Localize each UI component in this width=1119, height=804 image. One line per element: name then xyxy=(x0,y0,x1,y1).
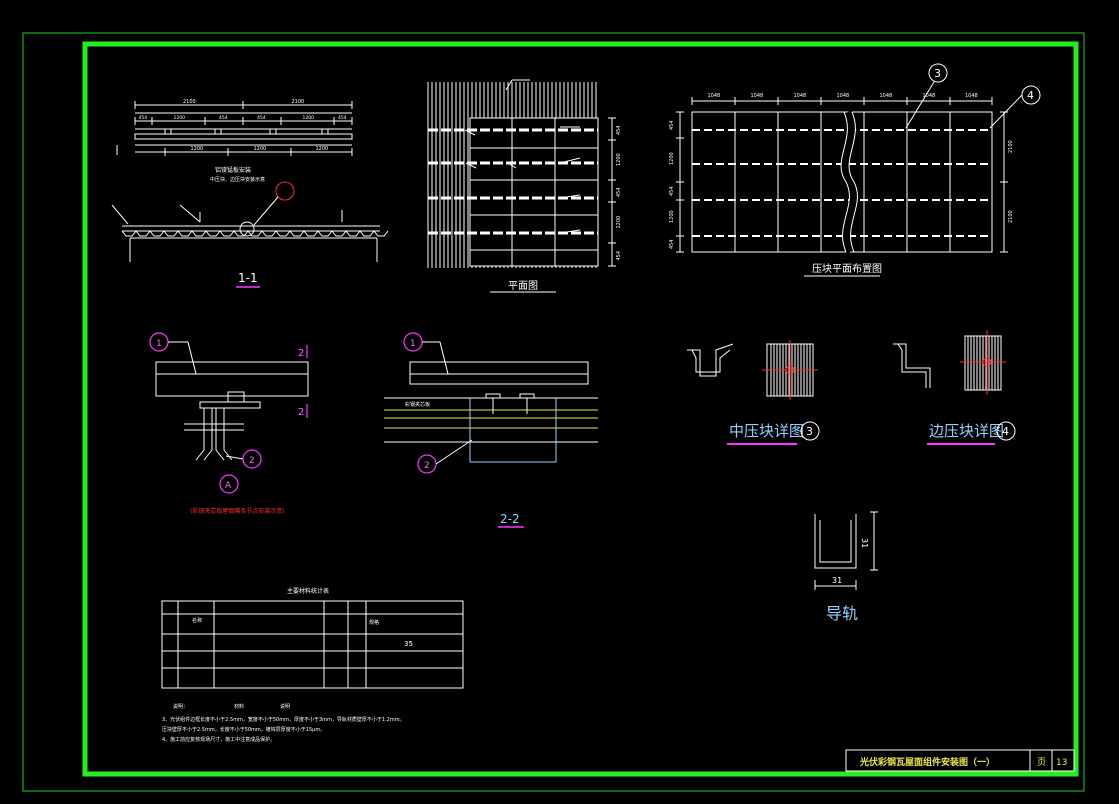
table-cell-name: 名称 xyxy=(192,617,202,624)
layout-left-dim: 454 xyxy=(669,120,675,130)
layout-view: 1048 1048 1048 1048 1048 1048 1048 454 1200 454 1… xyxy=(669,63,1041,277)
dim-1-1-mid: 454 xyxy=(139,115,148,121)
section-caption: 铝镁锰板安装 xyxy=(215,166,251,174)
layout-left-dim: 454 xyxy=(669,239,675,249)
dim-1-1-mid: 1200 xyxy=(303,115,315,121)
layout-top-dim: 1048 xyxy=(708,93,721,99)
layout-right-dim: 2100 xyxy=(1008,140,1014,153)
title-block-page-label: 页 xyxy=(1037,757,1046,768)
callout-4: 4 xyxy=(1027,89,1034,102)
detail-a-label: A xyxy=(225,481,232,491)
notes-line-3: 4、施工前应复核现场尺寸，施工中注意成品保护。 xyxy=(162,736,275,743)
layout-right-dim: 2100 xyxy=(1008,210,1014,223)
dim-1-1-mid: 454 xyxy=(257,115,266,121)
edge-clamp-detail: 边压块详图 4 xyxy=(893,330,1016,445)
section-label-2-2: 2-2 xyxy=(500,512,520,526)
notes-header-3: 说明 xyxy=(280,703,290,710)
notes-line-1: 3、光伏组件边框长度不小于2.5mm，宽度不小于50mm，厚度不小于3mm，导轨… xyxy=(162,716,405,723)
dim-1-1-bottom: 1200 xyxy=(191,146,204,152)
detail-a-note: (彩钢夹芯板屋面檩条节点安装示意) xyxy=(190,507,285,515)
table-cell-spec: 规格 xyxy=(369,619,379,626)
plan-right-dim: 1200 xyxy=(616,153,622,166)
section-2-2-callout-1: 1 xyxy=(410,339,416,349)
title-block-page-number: 13 xyxy=(1056,758,1067,768)
layout-top-dim: 1048 xyxy=(880,93,893,99)
section-2-2: 1 彩钢夹芯板 2 2-2 xyxy=(384,332,598,528)
section-2-2-small-label: 彩钢夹芯板 xyxy=(405,401,430,408)
dim-1-1-mid: 454 xyxy=(219,115,228,121)
middle-clamp-detail: 中压块详图 3 xyxy=(687,340,820,445)
section-label-1-1: 1-1 xyxy=(238,271,258,285)
section-subcaption: 中压块、边压块安装示意 xyxy=(210,176,265,183)
layout-top-dim: 1048 xyxy=(794,93,807,99)
plan-right-dim: 454 xyxy=(616,251,622,261)
layout-top-dim: 1048 xyxy=(837,93,850,99)
section-2-2-callout-2: 2 xyxy=(424,461,430,471)
callout-3-circle xyxy=(928,63,948,83)
detail-a-section-mark-top: 2 xyxy=(298,348,304,359)
layout-left-dim: 1200 xyxy=(669,210,675,223)
rail-detail: 31 31 导轨 xyxy=(814,511,878,623)
dim-1-1-bottom: 1200 xyxy=(254,146,267,152)
dim-1-1-mid: 454 xyxy=(338,115,347,121)
notes-header-1: 说明： xyxy=(173,703,188,710)
rail-width: 31 xyxy=(832,576,842,585)
layout-view-label: 压块平面布置图 xyxy=(812,263,882,275)
detail-a-callout-2: 2 xyxy=(249,456,255,466)
material-table: 主要材料统计表 名称 规格 35 xyxy=(161,587,464,689)
layout-left-dim: 1200 xyxy=(669,152,675,165)
rail-title: 导轨 xyxy=(826,604,858,623)
layout-top-dim: 1048 xyxy=(965,93,978,99)
notes-line-2: 压块壁厚不小于2.5mm，长度不小于50mm，镀锌层厚度不小于15μm。 xyxy=(162,726,325,733)
detail-a: 1 2 2 2 A (彩钢夹芯板屋面檩条节点安装示意) xyxy=(149,332,309,515)
layout-left-dim: 454 xyxy=(669,186,675,196)
edge-clamp-title: 边压块详图 xyxy=(929,422,1004,440)
detail-a-callout-1: 1 xyxy=(156,339,162,349)
plan-right-dim: 1200 xyxy=(616,216,622,229)
middle-clamp-num: 3 xyxy=(806,425,813,438)
layout-top-dim: 1048 xyxy=(923,93,936,99)
title-block-title: 光伏彩钢瓦屋面组件安装图（一） xyxy=(859,756,995,768)
section-1-1: 2100 2100 454 1200 454 454 1200 454 1200 1200 1200… xyxy=(111,99,389,288)
middle-clamp-title: 中压块详图 xyxy=(729,422,804,440)
detail-a-section-mark-bottom: 2 xyxy=(298,407,304,418)
dim-1-1-top: 2100 xyxy=(292,99,305,105)
dim-1-1-mid: 1200 xyxy=(174,115,186,121)
title-block: 光伏彩钢瓦屋面组件安装图（一） 页 13 xyxy=(845,749,1075,772)
material-table-title: 主要材料统计表 xyxy=(287,587,329,595)
plan-right-dim: 454 xyxy=(616,187,622,197)
notes: 说明： 材料 说明 3、光伏组件边框长度不小于2.5mm，宽度不小于50mm，厚… xyxy=(162,703,405,743)
callout-3: 3 xyxy=(934,67,941,80)
layout-top-dim: 1048 xyxy=(751,93,764,99)
dim-1-1-bottom: 1200 xyxy=(316,146,329,152)
table-cell-qty: 35 xyxy=(404,640,413,648)
dim-1-1-top: 2100 xyxy=(183,99,196,105)
rail-height: 31 xyxy=(860,538,869,548)
plan-right-dim: 454 xyxy=(616,125,622,135)
edge-clamp-num: 4 xyxy=(1002,425,1009,438)
outer-frame xyxy=(22,32,1085,792)
notes-header-2: 材料 xyxy=(234,703,244,710)
plan-panel-area xyxy=(470,118,598,266)
plan-view: 454 1200 454 1200 454 平面图 xyxy=(427,79,622,293)
plan-view-label: 平面图 xyxy=(508,280,538,292)
drawing-frame xyxy=(82,41,1079,777)
